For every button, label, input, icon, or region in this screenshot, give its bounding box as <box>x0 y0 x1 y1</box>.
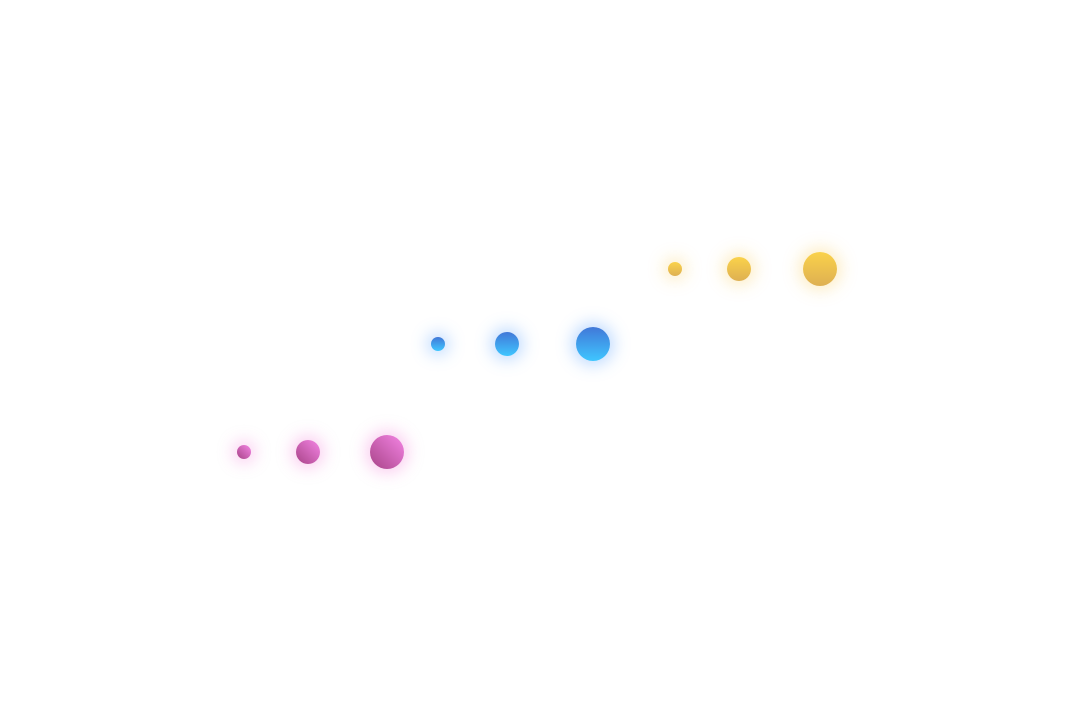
pink-dot-medium <box>296 440 320 464</box>
pink-dot-small <box>237 445 251 459</box>
yellow-dot-small <box>668 262 682 276</box>
pink-dot-large <box>370 435 404 469</box>
yellow-dot-large <box>803 252 837 286</box>
blue-dot-small <box>431 337 445 351</box>
yellow-dot-medium <box>727 257 751 281</box>
blue-dot-medium <box>495 332 519 356</box>
blue-dot-large <box>576 327 610 361</box>
